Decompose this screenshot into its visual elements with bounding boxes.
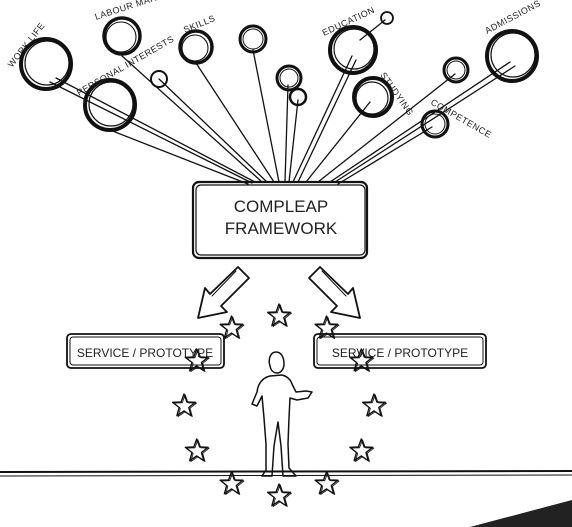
bubble-education: [328, 25, 378, 75]
connector-small-node: [158, 78, 268, 183]
star-icon: [219, 315, 245, 339]
label-labour-market: LABOUR MARKET: [94, 0, 177, 22]
star-icon: [314, 471, 340, 495]
star-icon: [266, 303, 292, 327]
person-figure: [251, 351, 313, 477]
connector-education-2: [297, 59, 357, 183]
connector-personal-interests: [109, 129, 249, 185]
service-box-left: SERVICE / PROTOTYPE: [66, 333, 225, 369]
connector-admissions: [329, 61, 511, 183]
bubble-admissions: [485, 29, 539, 83]
bubble-competence: [420, 109, 450, 139]
bubble-studying: [352, 76, 394, 118]
star-circle: [171, 303, 387, 507]
star-icon: [361, 393, 387, 417]
bubble-personal-interests: [83, 78, 137, 132]
star-icon: [266, 483, 292, 507]
star-icon: [349, 438, 375, 462]
service-label-left: SERVICE / PROTOTYPE: [77, 346, 213, 360]
arrows: [197, 266, 361, 319]
connector-education: [292, 55, 353, 183]
star-icon: [171, 393, 197, 417]
framework-title-line1: COMPLEAP: [234, 197, 328, 216]
bubble-labour-market: [102, 16, 142, 56]
bubble-center-mid: [275, 64, 303, 92]
bubble-small-node-left: [150, 70, 168, 88]
connector-labour-market: [121, 55, 263, 183]
connector-center-small: [288, 99, 299, 183]
ground: [0, 470, 572, 527]
star-icon: [184, 348, 210, 372]
service-box-right: SERVICE / PROTOTYPE: [313, 333, 487, 369]
label-work-life: WORK LIFE: [6, 21, 47, 70]
service-label-right: SERVICE / PROTOTYPE: [332, 346, 468, 360]
connector-work-life-2: [55, 77, 256, 183]
connector-lines: [49, 19, 516, 185]
bubble-work-life: [19, 37, 73, 91]
topic-bubbles: [19, 11, 539, 139]
connector-work-life: [49, 81, 253, 184]
connector-studying: [305, 101, 371, 183]
star-icon: [184, 438, 210, 462]
bubble-education-node: [380, 11, 394, 25]
ground-shadow: [470, 500, 572, 527]
bubble-center-top: [238, 24, 268, 54]
connector-center-top: [252, 49, 280, 183]
star-icon: [314, 315, 340, 339]
bubble-skills: [178, 29, 214, 65]
bubble-center-small: [288, 87, 308, 107]
connector-right-small: [317, 73, 456, 183]
arrow-right-icon: [308, 266, 361, 319]
arrow-left-icon: [197, 266, 250, 319]
connector-education-node: [359, 19, 386, 41]
bubble-right-small: [442, 56, 470, 84]
star-icon: [349, 348, 375, 372]
framework-box: COMPLEAP FRAMEWORK: [191, 180, 369, 260]
connector-competence: [337, 126, 433, 185]
connector-center-mid: [284, 84, 289, 183]
connector-skills: [195, 62, 275, 183]
framework-title-line2: FRAMEWORK: [225, 219, 338, 238]
star-icon: [219, 471, 245, 495]
